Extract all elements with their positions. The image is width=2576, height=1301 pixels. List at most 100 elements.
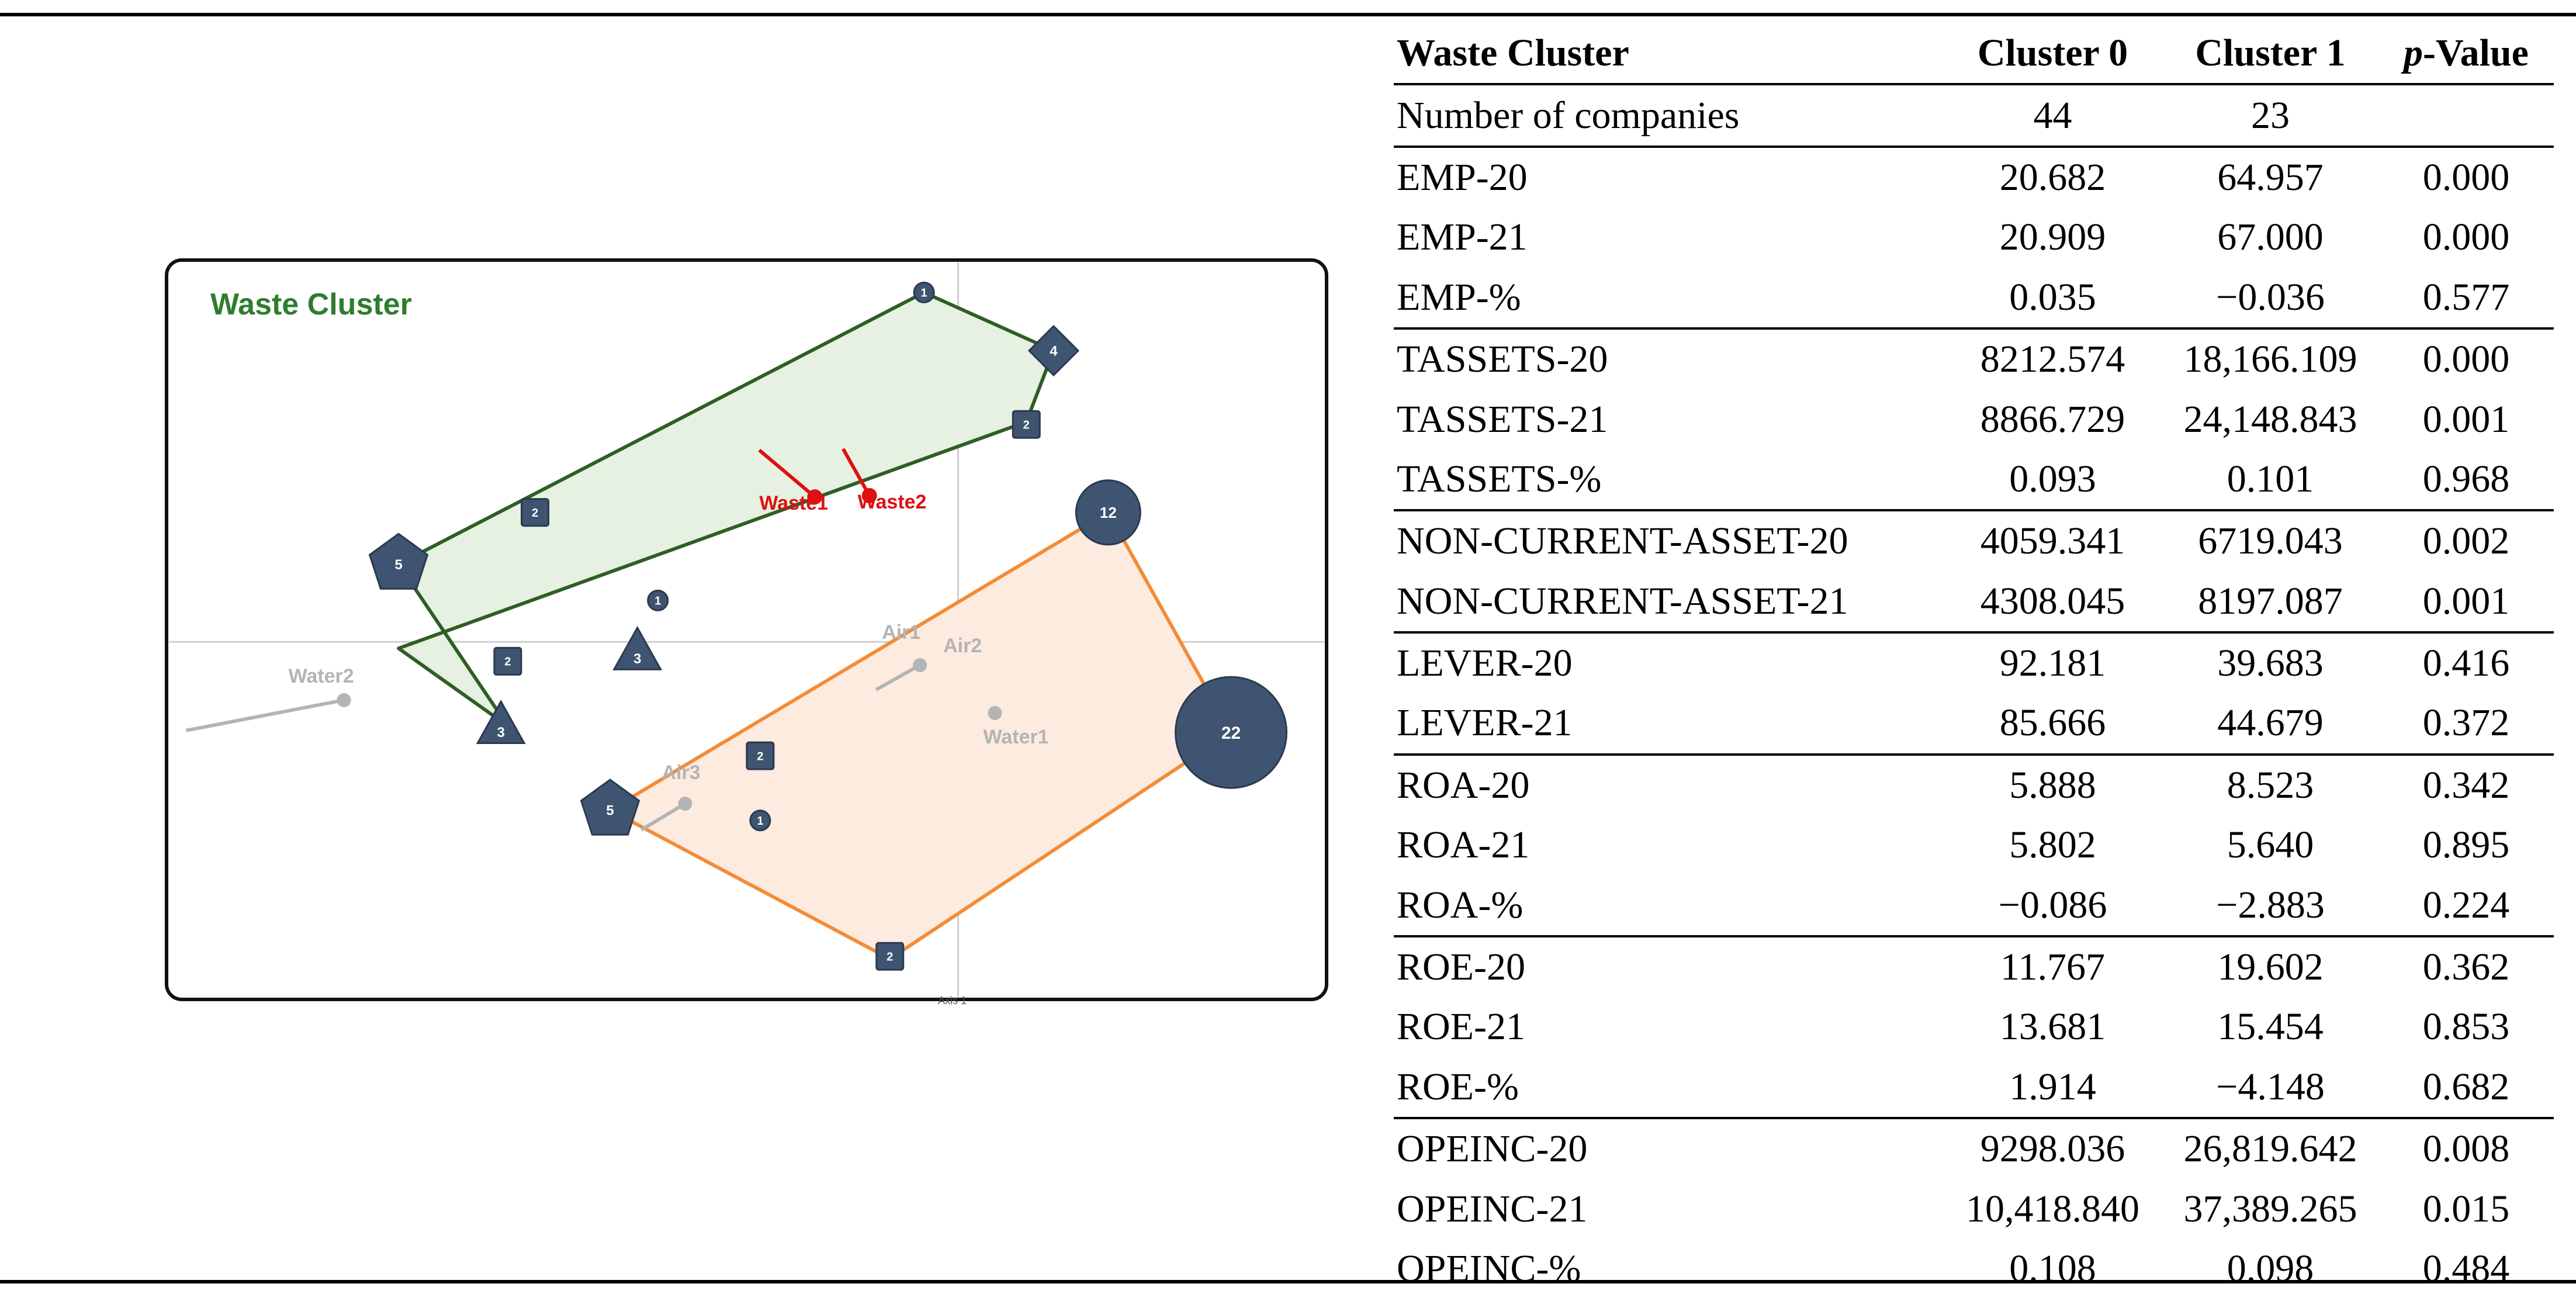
cluster-0-value: −0.086 bbox=[1998, 883, 2107, 926]
marker-circle bbox=[647, 589, 669, 611]
header-label: Waste Cluster bbox=[1394, 23, 1943, 86]
cluster-1-value: 67.000 bbox=[2217, 216, 2324, 259]
p-value: 0.001 bbox=[2422, 579, 2510, 622]
cluster-1-value: 6719.043 bbox=[2162, 509, 2378, 572]
cluster-0-value: 9298.036 bbox=[1943, 1117, 2162, 1179]
waste1-label: Waste1 bbox=[759, 492, 828, 514]
marker-circle bbox=[749, 809, 771, 832]
header-value-suffix: -Value bbox=[2423, 32, 2529, 75]
p-value: 0.000 bbox=[2378, 145, 2554, 208]
marker-circle bbox=[1175, 676, 1288, 789]
table-row: ROE-% 1.914 −4.148 0.682 bbox=[1394, 1057, 2554, 1118]
marker-square bbox=[1012, 410, 1041, 439]
statistics-table: Waste Cluster Cluster 0 Cluster 1 p-Valu… bbox=[1394, 23, 2563, 1299]
marker-square bbox=[521, 498, 550, 527]
p-value: 0.342 bbox=[2378, 753, 2554, 816]
marker-square bbox=[875, 942, 905, 971]
cluster-0-value: 20.909 bbox=[1999, 216, 2106, 259]
air1-label: Air1 bbox=[882, 621, 920, 643]
marker-count-label: 2 bbox=[504, 656, 511, 669]
cluster-1-value: 44.679 bbox=[2217, 701, 2324, 745]
p-value: 0.416 bbox=[2378, 631, 2554, 694]
p-value: 0.002 bbox=[2378, 509, 2554, 572]
p-value: 0.000 bbox=[2422, 216, 2510, 259]
cluster-0-marker: 2 bbox=[493, 646, 522, 676]
p-value: 0.000 bbox=[2378, 327, 2554, 390]
cluster-1-marker: 2 bbox=[875, 942, 905, 971]
cluster-0-value: 0.035 bbox=[2009, 275, 2096, 319]
cluster-0-value: 1.914 bbox=[2009, 1065, 2096, 1108]
p-value: 0.224 bbox=[2422, 883, 2510, 926]
marker-count-label: 2 bbox=[532, 507, 538, 520]
cluster-1-marker: 22 bbox=[1175, 676, 1288, 789]
cluster-1-value: 24,148.843 bbox=[2183, 397, 2357, 441]
marker-count-label: 22 bbox=[1221, 724, 1241, 743]
cluster-1-value: 19.602 bbox=[2162, 935, 2378, 998]
water2-point bbox=[337, 693, 351, 707]
row-label: ROE-% bbox=[1397, 1065, 1519, 1108]
cluster-0-marker: 2 bbox=[1012, 410, 1041, 439]
marker-circle bbox=[1075, 479, 1141, 546]
cluster-0-marker: 4 bbox=[1027, 324, 1080, 377]
cluster-0-marker: 1 bbox=[913, 281, 935, 303]
p-value bbox=[2378, 84, 2554, 146]
cluster-1-value: 26,819.642 bbox=[2162, 1117, 2378, 1179]
p-value: 0.015 bbox=[2422, 1187, 2510, 1230]
cluster-0-value: 4308.045 bbox=[1980, 579, 2125, 622]
row-label: ROE-21 bbox=[1397, 1005, 1525, 1049]
p-value: 0.001 bbox=[2422, 397, 2510, 441]
marker-count-label: 5 bbox=[394, 557, 402, 573]
marker-count-label: 2 bbox=[887, 950, 893, 963]
marker-pentagon bbox=[580, 778, 640, 836]
plot-title: Waste Cluster bbox=[210, 288, 412, 321]
cluster-1-value: 0.101 bbox=[2227, 457, 2314, 500]
water1-point bbox=[988, 706, 1002, 720]
p-value: 0.484 bbox=[2422, 1247, 2510, 1290]
bottom-rule bbox=[0, 1280, 2576, 1283]
marker-count-label: 1 bbox=[757, 815, 763, 828]
cluster-1-value: 15.454 bbox=[2217, 1005, 2324, 1049]
row-label: NON-CURRENT-ASSET-20 bbox=[1394, 509, 1943, 572]
air3-leader bbox=[640, 802, 686, 832]
row-label: LEVER-21 bbox=[1397, 701, 1573, 745]
air1-leader bbox=[875, 663, 921, 691]
row-label: ROE-20 bbox=[1394, 935, 1943, 998]
marker-triangle bbox=[612, 625, 663, 670]
row-label: EMP-% bbox=[1397, 275, 1521, 319]
waste2-leader bbox=[842, 448, 871, 497]
p-value: 0.362 bbox=[2378, 935, 2554, 998]
cluster-0-value: 85.666 bbox=[1999, 701, 2106, 745]
top-rule bbox=[0, 13, 2576, 16]
cluster-0-value: 8212.574 bbox=[1943, 327, 2162, 390]
row-label: ROA-% bbox=[1397, 883, 1524, 926]
row-label: NON-CURRENT-ASSET-21 bbox=[1397, 579, 1848, 622]
cluster-1-value: −4.148 bbox=[2216, 1065, 2325, 1108]
row-label: Number of companies bbox=[1397, 94, 1740, 137]
row-label: OPEINC-20 bbox=[1394, 1117, 1943, 1179]
cluster-1-marker: 2 bbox=[746, 741, 775, 770]
header-p-value: p-Value bbox=[2378, 23, 2554, 86]
p-value: 0.682 bbox=[2422, 1065, 2510, 1108]
cluster-0-marker: 3 bbox=[476, 700, 526, 745]
cluster-0-value: 0.093 bbox=[2009, 457, 2096, 500]
cluster-1-marker: 12 bbox=[1075, 479, 1141, 546]
cluster-0-value: 92.181 bbox=[1943, 631, 2162, 694]
marker-square bbox=[746, 741, 775, 770]
header-p: p bbox=[2404, 32, 2423, 75]
cluster-1-value: 37,389.265 bbox=[2183, 1187, 2357, 1230]
marker-count-label: 5 bbox=[606, 803, 614, 819]
marker-count-label: 2 bbox=[1023, 418, 1030, 431]
